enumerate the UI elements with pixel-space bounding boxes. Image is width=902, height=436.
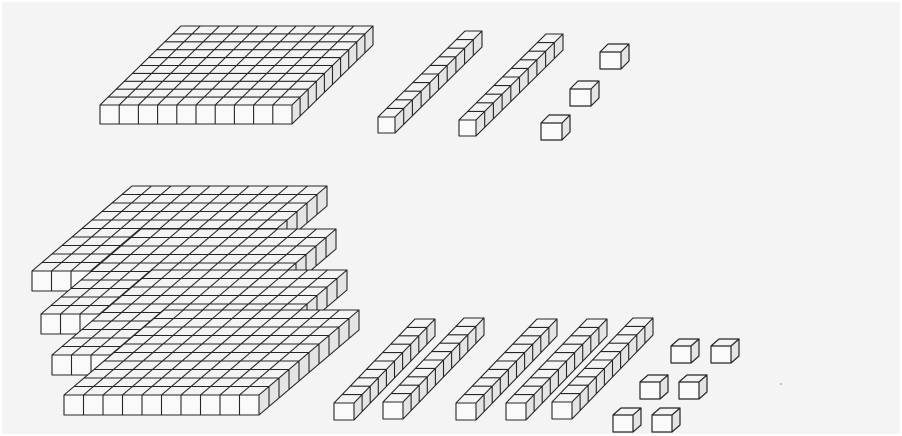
unit-cube — [640, 375, 668, 399]
unit-cube — [711, 339, 739, 363]
unit-cube — [600, 44, 629, 69]
unit-cube — [570, 81, 599, 106]
unit-cube — [679, 375, 707, 399]
unit-cube — [671, 339, 699, 363]
unit-cube — [613, 408, 641, 432]
unit-cube — [652, 408, 680, 432]
unit-cube — [541, 115, 570, 140]
scan-speck — [780, 383, 782, 385]
